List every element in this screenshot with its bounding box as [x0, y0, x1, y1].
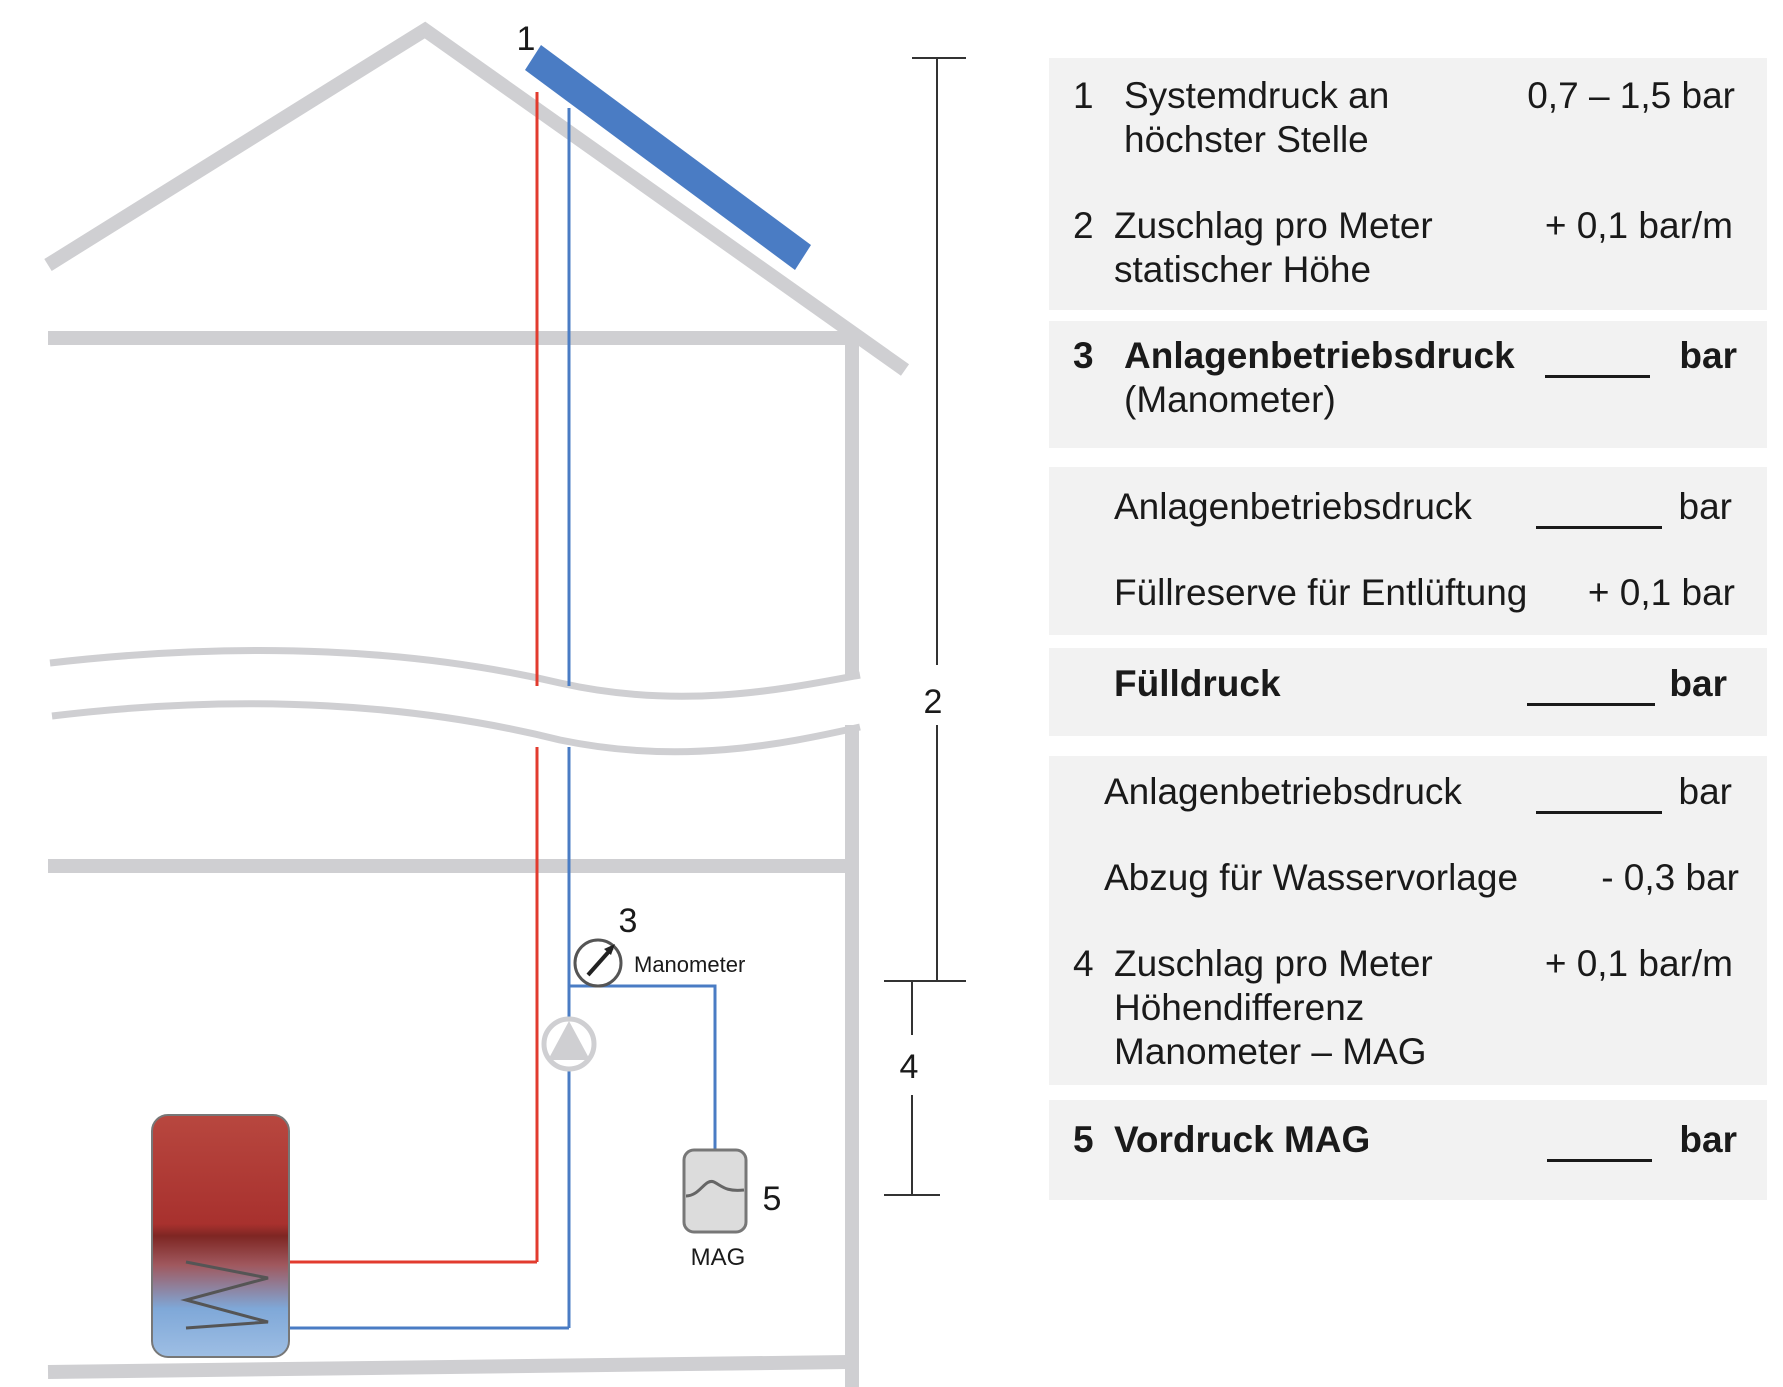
- dimension-static-height: [884, 57, 966, 982]
- roof-left: [44, 21, 910, 376]
- break-line-top: [49, 647, 861, 700]
- row-label-line1: Anlagenbetriebsdruck: [1124, 335, 1515, 376]
- panel-fill-pressure: Fülldruck bar: [1049, 648, 1767, 736]
- row-label: Vordruck MAG: [1114, 1119, 1371, 1160]
- flow-pipe: [190, 92, 539, 1264]
- house-outline: [44, 21, 910, 1387]
- row-label: Füllreserve für Entlüftung: [1114, 572, 1528, 613]
- panel-fill-reserve: Anlagenbetriebsdruck bar Füllreserve für…: [1049, 467, 1767, 635]
- manometer-icon: [573, 938, 623, 988]
- dimension-height-difference: [884, 981, 940, 1196]
- row-label-line2: höchster Stelle: [1124, 119, 1369, 160]
- row-label-line3: Manometer – MAG: [1114, 1031, 1427, 1072]
- solar-collector: [525, 45, 811, 270]
- row-height-difference-surcharge: 4 Zuschlag pro Meter Höhendifferenz Mano…: [1049, 942, 1767, 1074]
- blank-field: [1547, 1118, 1652, 1162]
- storage-tank-icon: [151, 1114, 290, 1358]
- manometer-label: Manometer: [634, 952, 745, 977]
- row-label: Abzug für Wasservorlage: [1104, 857, 1519, 898]
- mag-vessel-icon: [682, 1148, 748, 1234]
- row-value: 0,7 – 1,5 bar: [1527, 75, 1735, 116]
- manometer-number: 3: [619, 902, 638, 940]
- row-number: 1: [1073, 75, 1094, 116]
- row-number: 5: [1073, 1119, 1094, 1160]
- row-label-line2: statischer Höhe: [1114, 249, 1372, 290]
- collector-label: 1: [517, 20, 536, 58]
- row-fill-pressure: Fülldruck bar: [1049, 662, 1767, 706]
- row-operating-pressure-2: Anlagenbetriebsdruck bar: [1049, 485, 1767, 529]
- blank-field: [1536, 770, 1662, 814]
- panel-operating-pressure: 3 Anlagenbetriebsdruck (Manometer) bar: [1049, 321, 1767, 448]
- row-number: 4: [1073, 943, 1094, 984]
- row-label-line1: Systemdruck an: [1124, 75, 1390, 116]
- row-operating-pressure-3: Anlagenbetriebsdruck bar: [1049, 770, 1767, 814]
- break-line-bottom: [51, 700, 861, 756]
- row-water-reserve-deduction: Abzug für Wasservorlage - 0,3 bar: [1049, 856, 1767, 900]
- row-operating-pressure: 3 Anlagenbetriebsdruck (Manometer) bar: [1049, 334, 1767, 422]
- mag-number: 5: [763, 1180, 782, 1218]
- break-lines: [49, 647, 861, 756]
- panel-mag-calculation: Anlagenbetriebsdruck bar Abzug für Wasse…: [1049, 756, 1767, 1085]
- solar-pressure-diagram: 1 3 Manometer 5 MAG 2: [44, 20, 966, 1387]
- blank-field: [1545, 334, 1650, 378]
- pump-icon: [541, 1016, 597, 1072]
- row-value: + 0,1 bar: [1587, 572, 1735, 613]
- dimension-height-difference-label: 4: [900, 1048, 919, 1086]
- row-label-line1: Zuschlag pro Meter: [1114, 943, 1433, 984]
- return-pipe: [280, 108, 717, 1330]
- row-value: + 0,1 bar/m: [1544, 205, 1733, 246]
- row-number: 2: [1073, 205, 1094, 246]
- row-fill-reserve: Füllreserve für Entlüftung + 0,1 bar: [1049, 571, 1767, 615]
- row-value: - 0,3 bar: [1601, 857, 1739, 898]
- panel-mag-pre-pressure: 5 Vordruck MAG bar: [1049, 1100, 1767, 1200]
- row-unit: bar: [1669, 663, 1727, 704]
- mag-label: MAG: [691, 1244, 746, 1271]
- row-value: + 0,1 bar/m: [1544, 943, 1733, 984]
- row-label-line2: Höhendifferenz: [1114, 987, 1365, 1028]
- dimension-static-height-label: 2: [924, 683, 943, 721]
- blank-field: [1527, 662, 1655, 706]
- row-static-height-surcharge: 2 Zuschlag pro Meter statischer Höhe + 0…: [1049, 204, 1767, 292]
- row-label-line2: (Manometer): [1124, 379, 1336, 420]
- row-unit: bar: [1678, 771, 1732, 812]
- row-number: 3: [1073, 335, 1094, 376]
- row-unit: bar: [1678, 486, 1732, 527]
- row-system-pressure: 1 Systemdruck an höchster Stelle 0,7 – 1…: [1049, 74, 1767, 162]
- panel-system-pressure: 1 Systemdruck an höchster Stelle 0,7 – 1…: [1049, 58, 1767, 310]
- blank-field: [1536, 485, 1662, 529]
- row-mag-pre-pressure: 5 Vordruck MAG bar: [1049, 1118, 1767, 1162]
- row-unit: bar: [1679, 1119, 1737, 1160]
- row-label-line1: Zuschlag pro Meter: [1114, 205, 1433, 246]
- row-unit: bar: [1679, 335, 1737, 376]
- row-label: Anlagenbetriebsdruck: [1104, 771, 1462, 812]
- ground-floor: [47, 1355, 849, 1379]
- mag-branch-pipe: [569, 984, 717, 1150]
- row-label: Fülldruck: [1114, 663, 1281, 704]
- row-label: Anlagenbetriebsdruck: [1114, 486, 1472, 527]
